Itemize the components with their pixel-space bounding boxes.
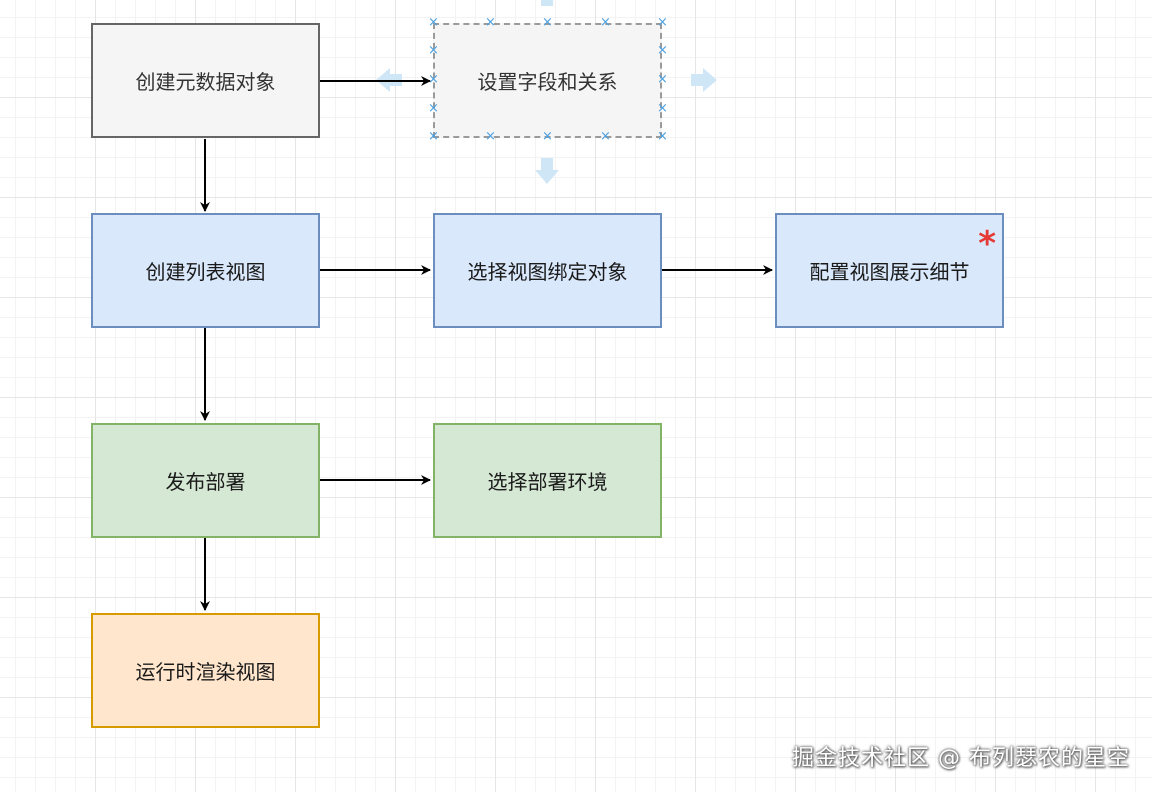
- x-handle-icon[interactable]: ×: [600, 15, 611, 30]
- node-create-list-view[interactable]: 创建列表视图: [91, 213, 320, 328]
- node-label: 配置视图展示细节: [809, 260, 970, 284]
- x-handle-icon[interactable]: ×: [428, 101, 439, 116]
- watermark: 掘金技术社区 @ 布列瑟农的星空: [792, 746, 1130, 771]
- x-handle-icon[interactable]: ×: [542, 15, 553, 30]
- node-select-bind-object[interactable]: 选择视图绑定对象: [433, 213, 662, 328]
- node-set-fields[interactable]: 设置字段和关系: [433, 23, 662, 138]
- node-publish-deploy[interactable]: 发布部署: [91, 423, 320, 538]
- node-runtime-render[interactable]: 运行时渲染视图: [91, 613, 320, 728]
- node-label: 运行时渲染视图: [135, 660, 276, 684]
- x-handle-icon[interactable]: ×: [542, 129, 553, 144]
- x-handle-icon[interactable]: ×: [657, 72, 668, 87]
- node-create-metadata[interactable]: 创建元数据对象: [91, 23, 320, 138]
- x-handle-icon[interactable]: ×: [657, 129, 668, 144]
- node-label: 创建列表视图: [145, 260, 266, 284]
- x-handle-icon[interactable]: ×: [485, 15, 496, 30]
- x-handle-icon[interactable]: ×: [428, 15, 439, 30]
- node-label: 创建元数据对象: [135, 70, 276, 94]
- x-handle-icon[interactable]: ×: [657, 101, 668, 116]
- node-label: 选择部署环境: [487, 470, 608, 494]
- x-handle-icon[interactable]: ×: [485, 129, 496, 144]
- node-label: 选择视图绑定对象: [467, 260, 628, 284]
- node-label: 设置字段和关系: [477, 70, 618, 94]
- node-select-environment[interactable]: 选择部署环境: [433, 423, 662, 538]
- x-handle-icon[interactable]: ×: [600, 129, 611, 144]
- x-handle-icon[interactable]: ×: [428, 129, 439, 144]
- x-handle-icon[interactable]: ×: [657, 43, 668, 58]
- asterisk-icon: *: [978, 224, 996, 264]
- x-handle-icon[interactable]: ×: [428, 43, 439, 58]
- x-handle-icon[interactable]: ×: [428, 72, 439, 87]
- x-handle-icon[interactable]: ×: [657, 15, 668, 30]
- node-label: 发布部署: [165, 470, 246, 494]
- node-configure-view-details[interactable]: 配置视图展示细节 *: [775, 213, 1004, 328]
